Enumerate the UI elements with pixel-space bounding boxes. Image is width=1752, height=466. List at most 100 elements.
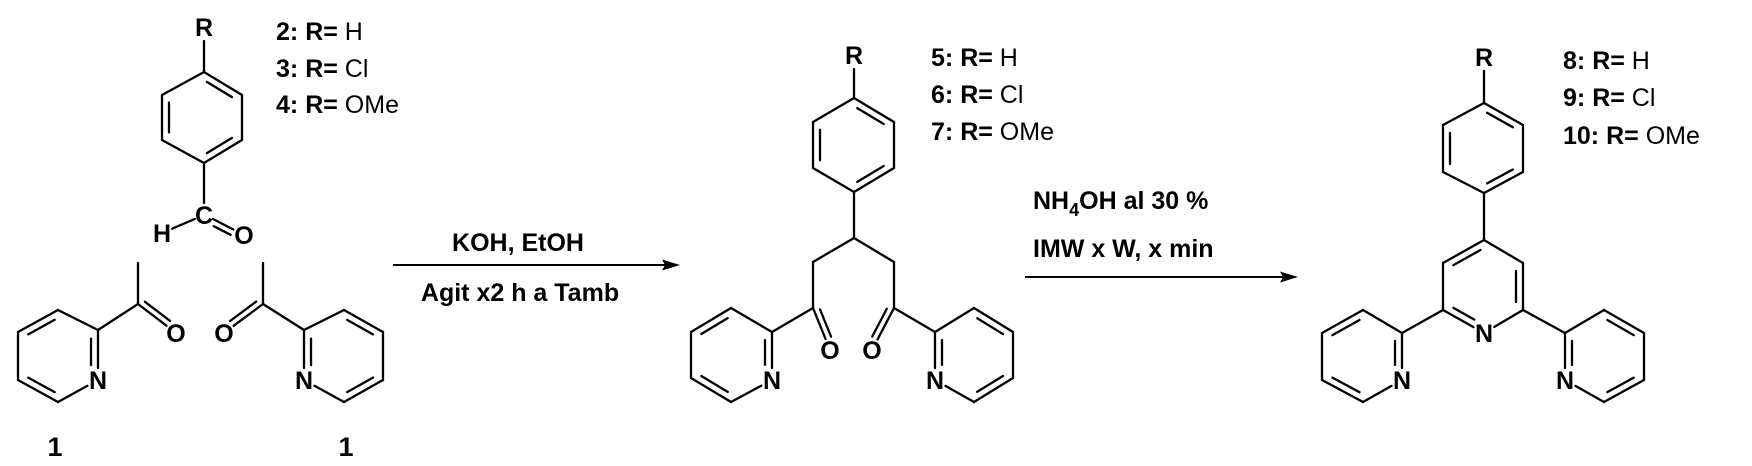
aldehyde-benzene-ring-bond [202,138,244,165]
diketone-left-pyridine-nitrogen: N [763,367,781,395]
single-bond [1521,308,1567,335]
acetylpyridine-left-ring-nitrogen: N [89,367,107,395]
bonds [16,39,1646,404]
diketone-left-pyridine-inner-double-bond [700,374,729,394]
acetylpyridine-left-ring-bond [16,308,60,334]
terpyridine-right-pyridine-bond [1602,378,1646,404]
step2-conditions-below: IMW x W, x min [1033,235,1214,263]
acetylpyridine-right-ring-inner-double-bond [346,376,375,394]
legend-row: 3: R= Cl [276,55,368,83]
single-bond [811,236,856,264]
diketone-right-pyridine-nitrogen: N [926,367,944,395]
terpyridine-right-pyridine-bond [1563,308,1606,335]
diketone-benzene-ring-bond [811,96,856,124]
single-bond [96,302,140,332]
diketone-benzene-ring-inner-double-bond [856,164,885,184]
legend-row: 5: R= H [931,44,1018,72]
acetylpyridine-right-ring-nitrogen: N [295,367,313,395]
terpyridine-benzene-ring-bond [1482,170,1525,195]
acetylpyridine-left-oxygen: O [166,320,185,348]
terpyridine-benzene-ring-bond [1441,170,1486,195]
diketone-benzene-ring-bond [811,166,856,194]
terpyridine-central-pyridine-inner-double-bond [1452,248,1482,267]
aldehyde-r-group: R [195,14,213,42]
diketone-r-group: R [845,42,863,70]
terpyridine-central-pyridine-bond [1493,308,1525,329]
terpyridine-benzene-ring-inner-double-bond [1485,168,1514,185]
compound-1-label-right: 1 [338,432,353,462]
aldehyde-benzene-ring-bond [160,70,206,97]
legend-row: 10: R= OMe [1563,122,1700,150]
diketone-right-pyridine-bond [972,376,1015,404]
acetylpyridine-right-ring-bond [342,378,385,404]
diketone-left-co [811,306,827,341]
diketone-right-pyridine-bond [972,306,1015,334]
diketone-right-pyridine-inner-double-bond [976,317,1005,336]
aldehyde-ch-bond [170,217,196,230]
terpyridine-benzene-ring-bond [1482,101,1525,127]
terpyridine-central-pyridine-bond [1441,238,1486,265]
acetylpyridine-right-ring-bond [302,308,346,332]
diketone-right-co [876,306,896,341]
legend-row: 9: R= Cl [1563,84,1655,112]
diketone-benzene-ring-inner-double-bond [856,106,885,126]
single-bond [1400,308,1445,335]
terpyridine-central-nitrogen: N [1475,320,1493,348]
step1-conditions-below: Agit x2 h a Tamb [421,279,619,307]
compound-1-label-left: 1 [47,432,62,462]
terpyridine-right-pyridine-nitrogen: N [1556,367,1574,395]
acetylpyridine-left-ring-bond [56,384,89,404]
single-bond [261,302,306,332]
single-bond [852,236,896,264]
acetylpyridine-left-ring-inner-double-bond [27,318,56,336]
diketone-right-pyridine-bond [933,306,976,334]
reaction-arrow-step-1: KOH, EtOH Agit x2 h a Tamb [393,229,680,307]
acetylpyridine-right-ring-bond [342,308,385,334]
diketone-left-pyridine-bond [689,376,733,404]
aldehyde-legend: 2: R= H 3: R= Cl 4: R= OMe [276,18,399,119]
legend-row: 8: R= H [1563,47,1650,75]
arrowhead-icon [1280,271,1298,283]
diketone-left-pyridine-bond [729,306,774,334]
terpyridine-left-pyridine-inner-double-bond [1331,376,1361,394]
terpyridine-legend: 8: R= H 9: R= Cl 10: R= OMe [1563,47,1700,150]
aldehyde-oxygen: O [234,222,253,250]
acetylpyridine-right-oxygen: O [214,320,233,348]
terpyridine-central-pyridine-bond [1441,308,1475,329]
aldehyde-co-double-bond [211,217,235,231]
legend-row: 4: R= OMe [276,91,399,119]
terpyridine-left-pyridine-bond [1361,384,1393,404]
acetylpyridine-left-ring-bond [16,378,60,404]
aldehyde-benzene-ring-inner-double-bond [205,80,234,99]
terpyridine-left-pyridine-bond [1320,308,1365,335]
diketone-right-co-second [871,307,888,338]
diketone-benzene-ring-bond [852,96,896,124]
aldehyde-carbon: C [195,202,213,230]
terpyridine-r-group: R [1475,44,1493,72]
acetylpyridine-left-co [136,302,168,327]
legend-row: 6: R= Cl [931,81,1023,109]
terpyridine-right-pyridine-bond [1574,384,1606,404]
diketone-benzene-ring-bond [852,166,896,194]
diketone-right-pyridine-inner-double-bond [976,374,1005,393]
diketone-right-oxygen: O [862,337,881,365]
reaction-arrow-step-2: NH4OH al 30 % IMW x W, x min [1025,187,1298,283]
acetylpyridine-left-co-second [143,300,172,323]
diketone-left-co-second [818,308,833,338]
terpyridine-central-pyridine-bond [1482,238,1525,265]
diketone-left-pyridine-bond [689,306,733,334]
terpyridine-right-pyridine-inner-double-bond [1606,376,1635,394]
diketone-right-pyridine-bond [944,384,976,404]
arrowhead-icon [662,259,680,271]
aldehyde-co-double-bond-second [212,225,232,236]
aldehyde-benzene-ring-bond [202,70,244,97]
diketone-left-oxygen: O [820,337,839,365]
terpyridine-central-pyridine-inner-double-bond [1452,306,1476,321]
single-bond [770,306,815,334]
acetylpyridine-left-ring-bond [56,308,100,332]
acetylpyridine-right-ring-inner-double-bond [346,318,375,336]
step1-conditions-above: KOH, EtOH [452,229,584,257]
acetylpyridine-right-co-second [228,300,258,323]
